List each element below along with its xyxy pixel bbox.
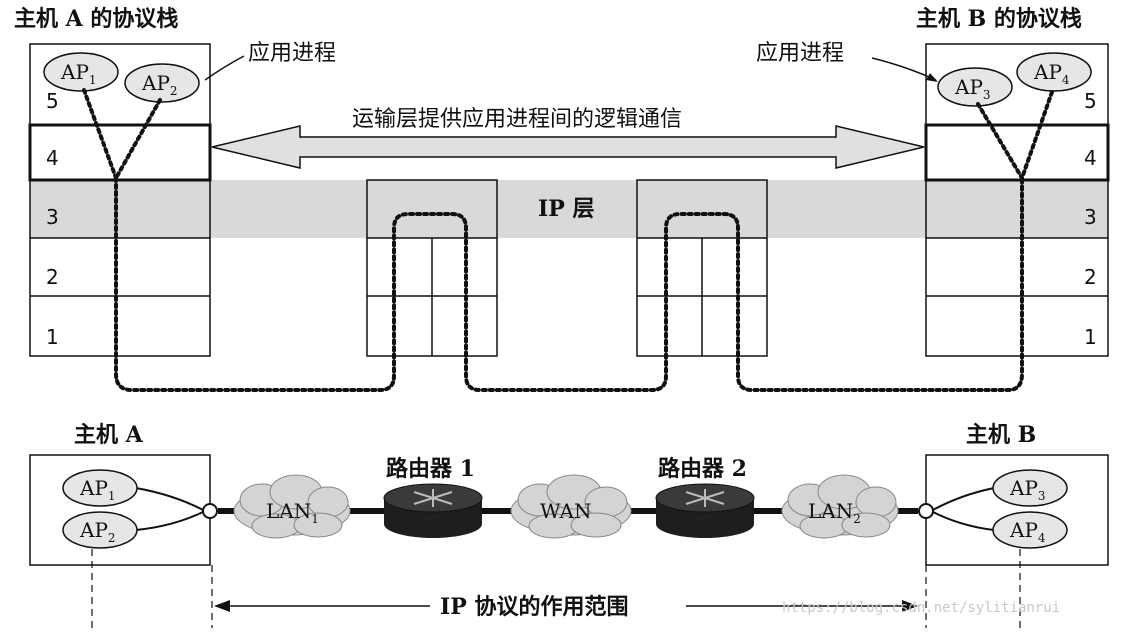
layer-3-a: 3 <box>46 205 59 229</box>
ap2-host: AP2 <box>62 511 138 549</box>
app-process-pointer-b-head <box>926 73 938 82</box>
layer-2-b: 2 <box>1084 265 1097 289</box>
ap1-stack: AP1 <box>43 52 119 92</box>
app-process-label-a: 应用进程 <box>248 41 336 66</box>
layer-3-b: 3 <box>1084 205 1097 229</box>
ip-layer-label: IP 层 <box>538 196 595 222</box>
router-1-label: 路由器 1 <box>386 456 475 482</box>
svg-text:AP1: AP1 <box>79 476 116 503</box>
ap4-stack: AP4 <box>1016 52 1092 92</box>
dotted-path-ap1-ap2 <box>82 88 162 180</box>
router-1-stack <box>366 179 498 357</box>
svg-text:AP4: AP4 <box>1009 518 1046 545</box>
wan-cloud-icon <box>510 474 632 539</box>
host-a-stack <box>28 43 212 357</box>
host-a-ap-connector <box>135 487 206 531</box>
host-a-box <box>29 454 211 566</box>
svg-text:AP2: AP2 <box>79 518 116 545</box>
svg-text:AP3: AP3 <box>1009 476 1046 503</box>
transport-arrow-label: 运输层提供应用进程间的逻辑通信 <box>352 107 682 132</box>
host-a-label: 主机 A <box>74 422 144 448</box>
layer-1-a: 1 <box>46 325 59 349</box>
dotted-path-main <box>114 176 1024 392</box>
host-a-stack-title: 主机 A 的协议栈 <box>14 6 178 32</box>
lan1-label: LAN1 <box>266 499 319 526</box>
router-2-icon <box>655 483 755 538</box>
layer-5-b: 5 <box>1084 89 1097 113</box>
ip-scope-arrow-right-head <box>902 600 918 612</box>
ap3-host: AP3 <box>992 469 1068 507</box>
router-1-icon <box>383 483 483 538</box>
ip-scope-label: IP 协议的作用范围 <box>440 594 629 620</box>
ip-scope-arrow-left-head <box>214 600 230 612</box>
host-b-ap-connector <box>930 487 995 531</box>
layer-4-b: 4 <box>1084 146 1097 170</box>
router-2-stack <box>636 179 768 357</box>
router-2-label: 路由器 2 <box>658 456 747 482</box>
layer-4-a: 4 <box>46 146 59 170</box>
watermark: https://blog.csdn.net/sylitianrui <box>782 600 1060 616</box>
layer-2-a: 2 <box>46 265 59 289</box>
lan2-label: LAN2 <box>808 499 861 526</box>
host-a-port <box>202 503 218 519</box>
wan-label: WAN <box>540 499 592 523</box>
ap4-host: AP4 <box>992 511 1068 549</box>
svg-text:AP4: AP4 <box>1033 60 1070 87</box>
ap2-stack: AP2 <box>124 63 200 103</box>
svg-text:AP1: AP1 <box>60 60 97 87</box>
svg-text:AP2: AP2 <box>141 71 178 98</box>
app-process-label-b: 应用进程 <box>756 41 844 66</box>
app-process-pointer-a <box>204 55 245 81</box>
host-b-label: 主机 B <box>966 422 1036 448</box>
ap1-host: AP1 <box>62 469 138 507</box>
host-b-port <box>918 503 934 519</box>
host-b-stack <box>924 43 1110 357</box>
lan1-cloud-icon <box>233 474 351 539</box>
transport-double-arrow <box>211 125 925 169</box>
layer-1-b: 1 <box>1084 325 1097 349</box>
host-b-stack-title: 主机 B 的协议栈 <box>916 6 1082 32</box>
dotted-path-ap3-ap4 <box>976 90 1054 180</box>
lan2-cloud-icon <box>781 474 899 539</box>
ap3-stack: AP3 <box>937 67 1013 107</box>
svg-text:AP3: AP3 <box>954 75 991 102</box>
layer-5-a: 5 <box>46 89 59 113</box>
